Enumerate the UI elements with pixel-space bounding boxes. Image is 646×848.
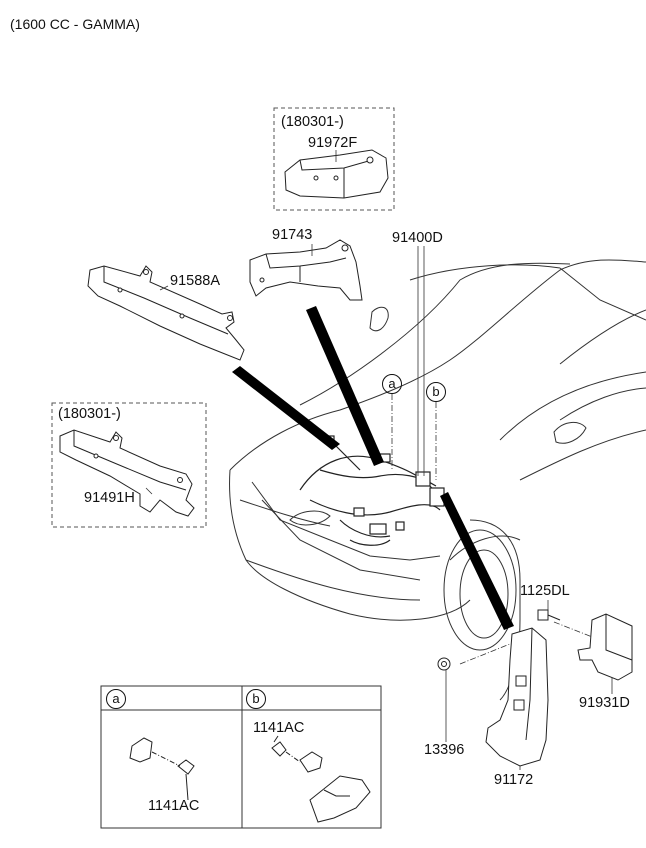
detail-b-marker: b — [246, 689, 266, 709]
part-label-1125DL: 1125DL — [520, 583, 570, 599]
detail-b-clip-drawing — [271, 735, 371, 823]
bolt-1125DL-drawing — [537, 609, 561, 621]
part-label-91743: 91743 — [272, 227, 313, 243]
part-label-13396: 13396 — [424, 742, 465, 758]
part-label-91588A: 91588A — [170, 273, 220, 289]
bracket-91491H-drawing — [59, 429, 195, 517]
detail-a-marker: a — [106, 689, 126, 709]
bracket-91743-drawing — [249, 239, 363, 301]
detail-a-part-label: 1141AC — [148, 798, 200, 814]
variant-date-label-left: (180301-) — [58, 406, 121, 422]
nut-13396-drawing — [437, 657, 451, 671]
part-label-91491H: 91491H — [84, 490, 135, 506]
part-label-91400D: 91400D — [392, 230, 443, 246]
car-body-drawing — [229, 259, 646, 701]
part-label-91931D: 91931D — [579, 695, 630, 711]
variant-date-label-top: (180301-) — [281, 114, 344, 130]
variant-box-left — [51, 402, 207, 528]
detail-a-clip-drawing — [129, 737, 195, 801]
detail-b-part-label: 1141AC — [253, 720, 305, 736]
marker-b-circle: b — [426, 382, 446, 402]
wiring-harness-drawing — [299, 435, 445, 546]
part-label-91172: 91172 — [494, 772, 534, 788]
bracket-91172-drawing — [485, 627, 549, 767]
variant-box-top — [273, 107, 395, 211]
engine-header: (1600 CC - GAMMA) — [10, 16, 140, 32]
marker-a-circle: a — [382, 374, 402, 394]
part-label-91972F: 91972F — [308, 135, 358, 151]
leader-strokes — [232, 306, 514, 630]
detail-table-frame — [100, 685, 382, 829]
bracket-91931D-drawing — [577, 613, 633, 681]
bracket-91972F-drawing — [284, 149, 389, 199]
bracket-91588A-drawing — [87, 265, 245, 361]
